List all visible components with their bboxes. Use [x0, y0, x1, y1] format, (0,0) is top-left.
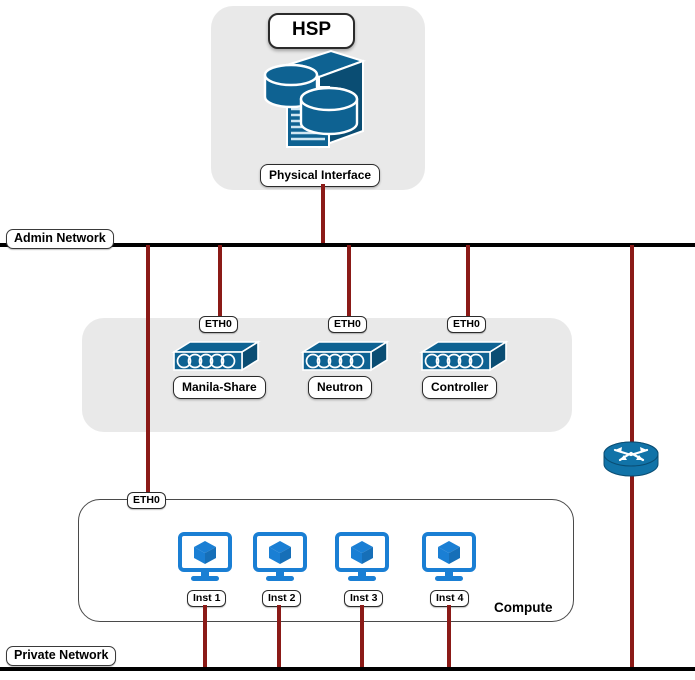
link-inst1-to-private [203, 605, 207, 669]
services-panel [82, 318, 572, 432]
controller-label: Controller [422, 376, 498, 399]
compute-nic-label: ETH0 [127, 492, 166, 509]
compute-box [78, 499, 574, 622]
manila-share-switch-icon [170, 338, 262, 374]
link-hsp-to-admin [321, 184, 325, 245]
link-admin-to-compute [146, 245, 150, 503]
link-admin-to-neutron [347, 245, 351, 318]
controller-switch-icon [418, 338, 510, 374]
neutron-nic-label: ETH0 [328, 316, 367, 333]
hsp-title: HSP [268, 13, 356, 49]
storage-array-icon [255, 47, 367, 159]
inst2-label: Inst 2 [262, 590, 302, 607]
controller-nic-label: ETH0 [447, 316, 486, 333]
link-inst2-to-private [277, 605, 281, 669]
compute-label: Compute [494, 600, 553, 615]
link-inst3-to-private [360, 605, 364, 669]
manila-share-label: Manila-Share [173, 376, 266, 399]
link-inst4-to-private [447, 605, 451, 669]
link-admin-to-controller [466, 245, 470, 318]
inst3-instance-monitor-icon [334, 532, 390, 584]
neutron-switch-icon [299, 338, 391, 374]
router-icon [602, 440, 660, 482]
link-admin-to-manila-share [218, 245, 222, 318]
hsp-physical-interface-label: Physical Interface [260, 164, 381, 187]
manila-share-nic-label: ETH0 [199, 316, 238, 333]
private-network-label: Private Network [6, 646, 117, 666]
neutron-label: Neutron [308, 376, 372, 399]
admin-network-label: Admin Network [6, 229, 114, 249]
inst1-instance-monitor-icon [177, 532, 233, 584]
inst3-label: Inst 3 [344, 590, 384, 607]
private-network-bus [0, 667, 695, 671]
inst4-instance-monitor-icon [421, 532, 477, 584]
inst2-instance-monitor-icon [252, 532, 308, 584]
